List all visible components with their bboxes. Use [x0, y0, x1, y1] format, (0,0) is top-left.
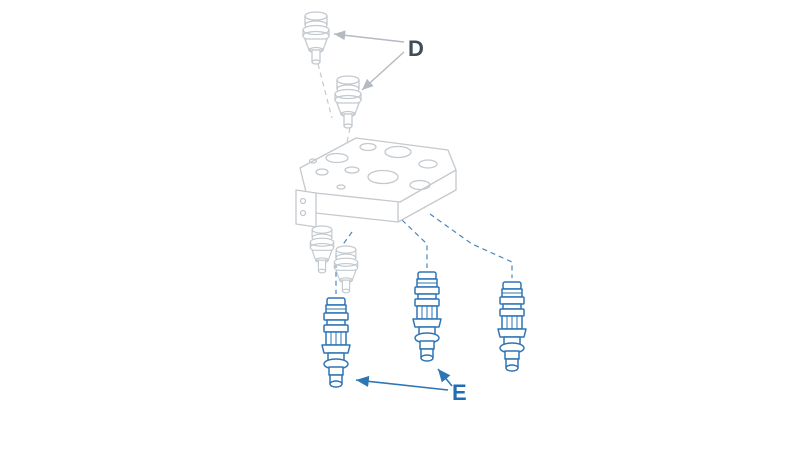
cartridge-d-1 [302, 11, 330, 65]
label-e: E [452, 380, 467, 405]
valve-e-2 [412, 271, 442, 362]
installed-grey-valves [309, 225, 359, 294]
valve-e-3 [497, 281, 527, 372]
leader-arrows-e [355, 368, 453, 391]
valve-e-1 [321, 297, 351, 388]
cartridge-d-2 [334, 75, 362, 129]
label-d: D [408, 36, 424, 61]
manifold-block [295, 137, 457, 228]
leader-arrows-d [333, 30, 405, 91]
